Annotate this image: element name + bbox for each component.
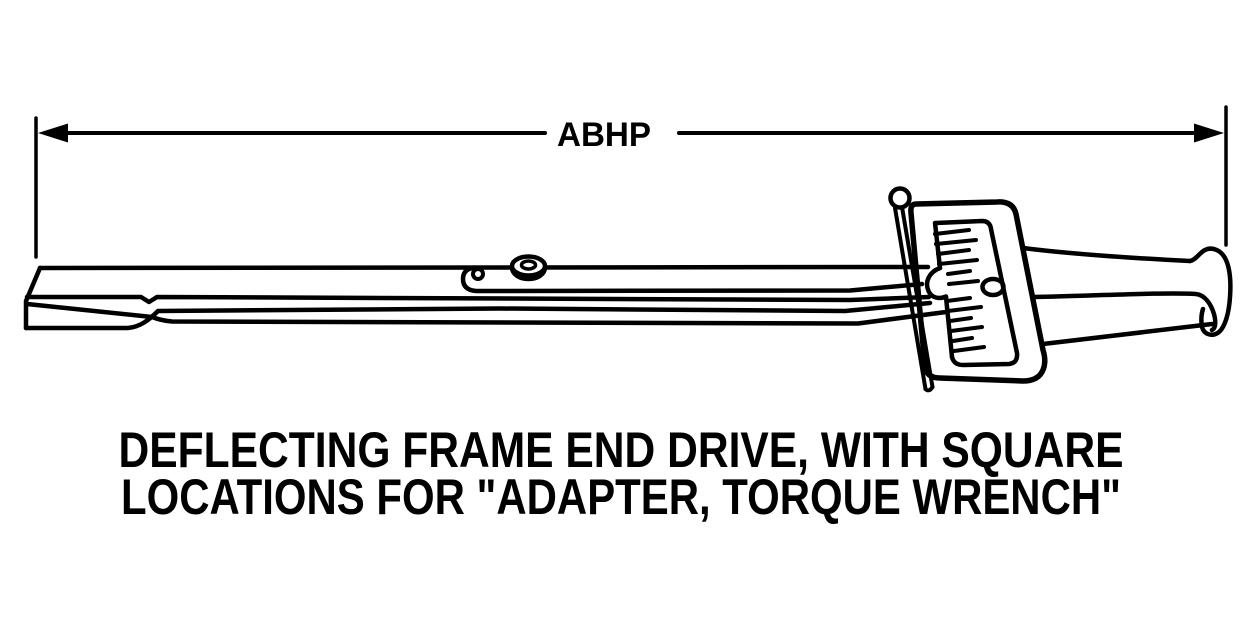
tick-mark: [933, 228, 971, 236]
measuring-beam-edge: [460, 265, 925, 294]
tick-mark: [946, 269, 972, 276]
rivet-icon: [471, 267, 485, 281]
pointer-needle: [888, 186, 935, 393]
tick-mark: [949, 325, 984, 333]
frame-top-edge: [37, 264, 931, 271]
tick-mark: [936, 248, 971, 256]
arrowhead-right-icon: [1194, 123, 1224, 143]
blade-bottom-taper-edge: [23, 300, 933, 331]
pivot-hole-icon: [980, 276, 1006, 298]
tick-mark: [945, 296, 972, 303]
wrench-drawing: [23, 186, 1233, 393]
tick-mark: [948, 316, 973, 323]
tick-mark: [946, 305, 983, 313]
housing-outline: [908, 199, 1048, 384]
handle-mid-edge: [1031, 291, 1218, 333]
handle-grip: [1020, 245, 1233, 347]
needle-ball-icon: [888, 186, 912, 210]
handle-top-edge: [1020, 245, 1193, 264]
scale-graduations: [933, 228, 986, 353]
tick-mark: [947, 279, 980, 286]
drive-blade-and-frame: [23, 264, 949, 331]
tick-mark: [937, 258, 979, 266]
caption-line-2: LOCATIONS FOR "ADAPTER, TORQUE WRENCH": [121, 469, 1121, 525]
handle-lower-edge: [1040, 321, 1215, 347]
scale-plate-left-edge-lower: [943, 294, 955, 360]
arrowhead-left-icon: [38, 123, 68, 143]
frame-mid-edge-notched: [24, 294, 932, 305]
measuring-beam: [460, 254, 925, 294]
knob-center-hole: [519, 259, 538, 271]
scale-plate-outline: [933, 218, 1020, 368]
caption: DEFLECTING FRAME END DRIVE, WITH SQUARE …: [119, 422, 1124, 525]
pointer-anchor-hook: [924, 265, 949, 301]
needle-tip: [923, 385, 935, 393]
blade-end-face: [23, 265, 43, 331]
needle-left-edge: [893, 206, 928, 391]
tick-mark: [951, 336, 974, 343]
caption-line-1: DEFLECTING FRAME END DRIVE, WITH SQUARE: [119, 422, 1124, 478]
handle-pommel: [1187, 246, 1233, 337]
tick-mark: [934, 238, 978, 246]
scale-housing: [908, 199, 1048, 384]
scale-plate: [924, 218, 1020, 368]
adjust-knob-icon: [509, 254, 548, 278]
needle-right-edge: [900, 205, 935, 389]
dimension-annotation: ABHP: [34, 105, 1228, 259]
dimension-label: ABHP: [557, 116, 651, 154]
tick-mark: [952, 345, 986, 353]
